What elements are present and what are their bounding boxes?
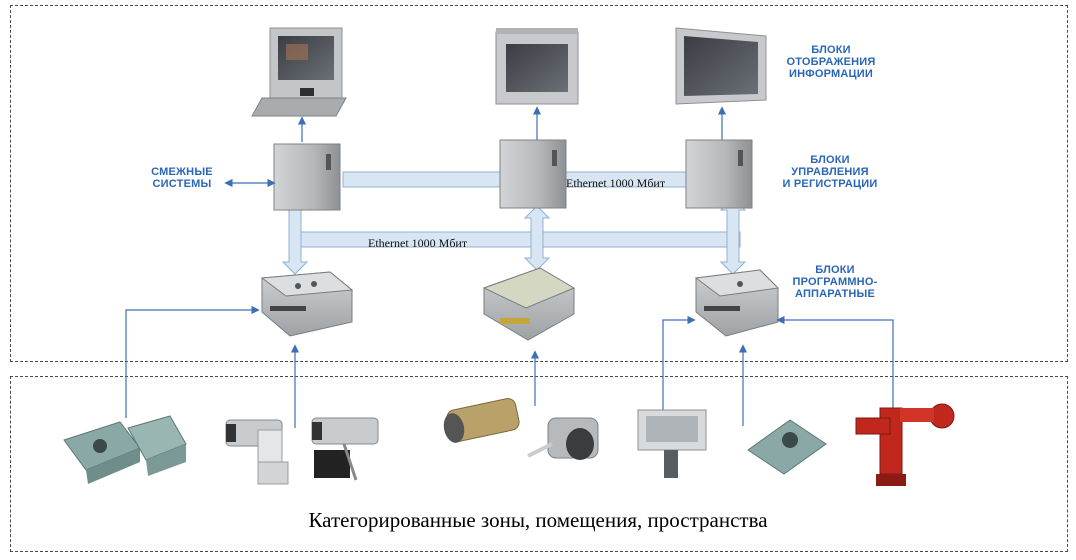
upper-zone-border [10,5,1068,362]
zone-caption: Категорированные зоны, помещения, простр… [308,508,768,532]
arrow-panel [662,315,696,410]
console-monitor-icon [251,27,347,117]
ethernet-bus-lower [291,231,741,248]
lower-zone-border [10,376,1068,552]
vertical-link-center [523,205,551,271]
label-control-units: БЛОКИ УПРАВЛЕНИЯ И РЕГИСТРАЦИИ [782,154,878,190]
wall-monitor-icon [495,28,579,105]
controller-box-icon [260,271,354,337]
sensor-icon [637,409,707,478]
ethernet-label-upper: Ethernet 1000 Мбит [566,176,666,190]
camera-icon [225,419,289,485]
arrow-fire-monitor [776,315,894,410]
label-hw-units: БЛОКИ ПРОГРАММНО- АППАРАТНЫЕ [792,264,878,300]
sensor-icon [127,415,187,476]
label-adjacent-systems: СМЕЖНЫЕ СИСТЕМЫ [151,166,213,190]
controller-box-icon [694,269,780,337]
controller-box-icon [482,267,576,341]
cabinet-icon [685,139,753,209]
cabinet-icon [273,143,341,211]
ethernet-label-lower: Ethernet 1000 Мбит [368,236,468,250]
sensor-icon [747,419,827,475]
camera-icon [443,398,520,443]
fire-nozzle-icon [855,403,955,486]
camera-icon [527,417,599,460]
label-display-units: БЛОКИ ОТОБРАЖЕНИЯ ИНФОРМАЦИИ [786,44,876,80]
wall-monitor-icon [675,27,767,105]
cabinet-icon [499,139,567,209]
sensor-icon [63,421,141,484]
camera-icon [311,417,379,481]
arrow-sensor-left [125,305,260,418]
